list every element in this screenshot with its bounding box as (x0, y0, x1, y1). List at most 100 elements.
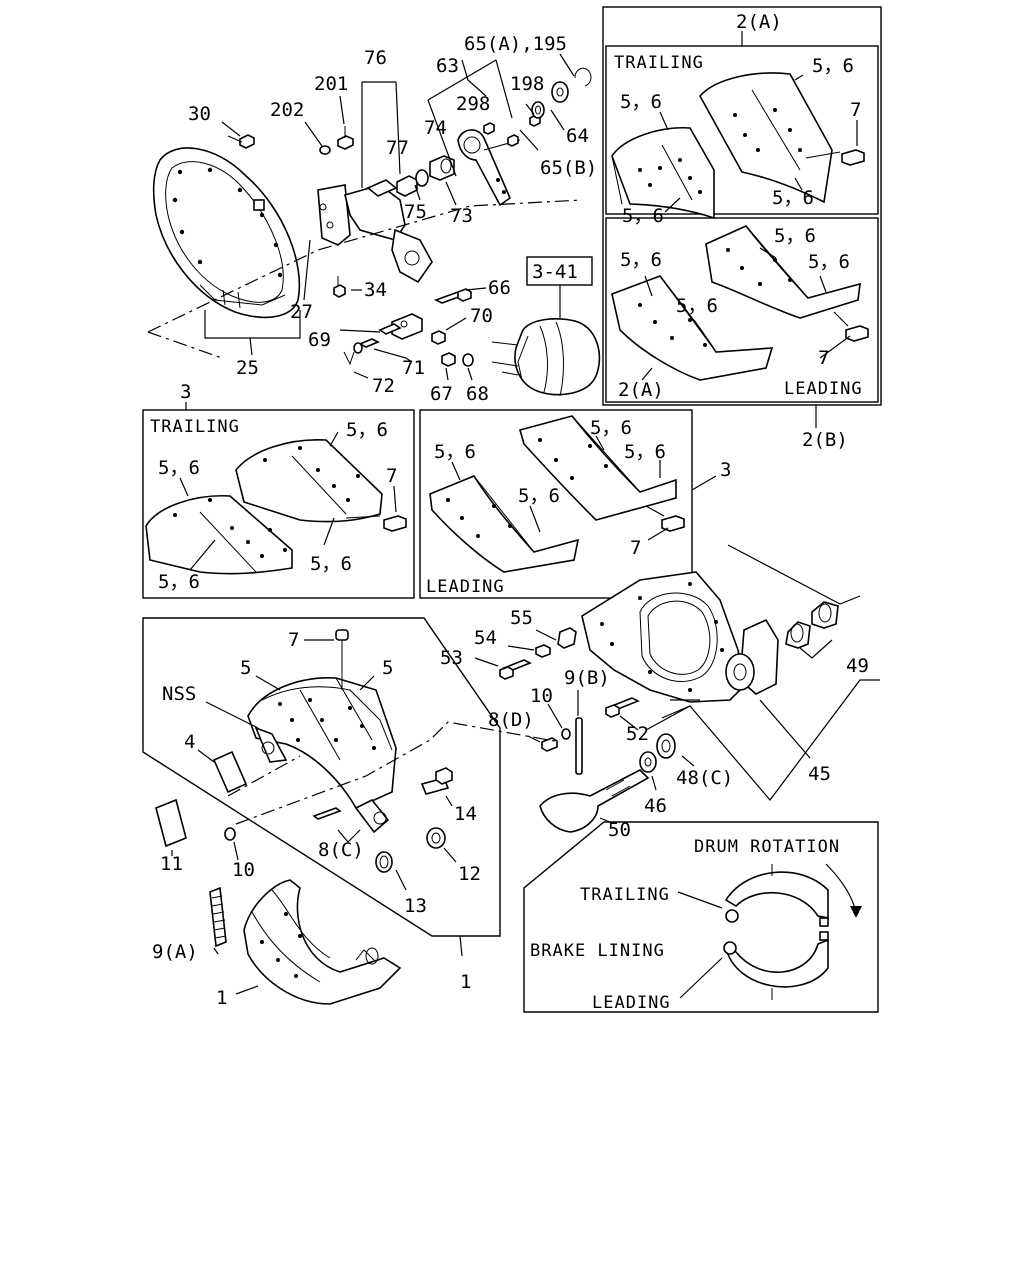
legend-text: DRUM ROTATION TRAILING BRAKE LINING LEAD… (530, 837, 840, 1013)
label-68: 68 (466, 383, 489, 405)
box-2b-leading (605, 217, 879, 403)
label-3-left: 3 (180, 381, 191, 403)
label-3-41: 3-41 (532, 261, 578, 283)
label-5-6-14: 5，6 (434, 441, 476, 463)
box-2-outer (602, 6, 882, 406)
label-49: 49 (846, 655, 869, 677)
label-30: 30 (188, 103, 211, 125)
brake-shoe-lower (243, 879, 402, 1005)
label-5-6-11: 5，6 (158, 571, 200, 593)
label-4: 4 (184, 731, 195, 753)
label-12: 12 (458, 863, 481, 885)
label-74: 74 (424, 117, 447, 139)
label-5-b: 5 (382, 657, 393, 679)
label-67: 67 (430, 383, 453, 405)
label-11: 11 (160, 853, 183, 875)
box-3-leading (419, 409, 693, 599)
label-70: 70 (470, 305, 493, 327)
label-5-6-7: 5，6 (808, 251, 850, 273)
label-14: 14 (454, 803, 477, 825)
label-5-6-6: 5，6 (620, 249, 662, 271)
label-8c: 8(C) (318, 839, 364, 861)
label-7-b: 7 (818, 347, 829, 369)
label-2b: 2(B) (802, 429, 848, 451)
label-66: 66 (488, 277, 511, 299)
label-5-6-9: 5，6 (346, 419, 388, 441)
label-5-6-2: 5，6 (620, 91, 662, 113)
label-69: 69 (308, 329, 331, 351)
label-10-b: 10 (232, 859, 255, 881)
label-53: 53 (440, 647, 463, 669)
label-5-6-5: 5，6 (774, 225, 816, 247)
brake-shoe-upper (247, 677, 397, 810)
header-trailing-top: TRAILING (614, 53, 704, 73)
label-45: 45 (808, 763, 831, 785)
shoe-assembly-3-trailing (142, 402, 415, 599)
label-65a-195: 65(A),195 (464, 33, 567, 55)
label-46: 46 (644, 795, 667, 817)
legend-leading: LEADING (592, 993, 671, 1013)
legend-brake-lining: BRAKE LINING (530, 941, 665, 961)
brake-chamber-assembly (339, 256, 601, 397)
brake-spider (581, 571, 745, 703)
slack-adjuster (457, 129, 511, 207)
label-7-d: 7 (630, 537, 641, 559)
section-headers: TRAILING LEADING TRAILING LEADING (150, 53, 863, 597)
label-73: 73 (450, 205, 473, 227)
label-9a: 9(A) (152, 941, 198, 963)
backing-plate (152, 147, 301, 319)
label-nss: NSS (162, 683, 196, 705)
anchor-bracket (317, 184, 351, 246)
label-1-a: 1 (216, 987, 227, 1009)
shoe-assembly-1 (142, 617, 561, 1005)
spider-camshaft-assembly (474, 544, 880, 833)
label-7-a: 7 (850, 99, 861, 121)
label-48c: 48(C) (676, 767, 733, 789)
label-27: 27 (290, 301, 313, 323)
label-7-c: 7 (386, 465, 397, 487)
label-25: 25 (236, 357, 259, 379)
rotation-legend (523, 821, 879, 1013)
label-76: 76 (364, 47, 387, 69)
label-63: 63 (436, 55, 459, 77)
label-201: 201 (314, 73, 348, 95)
legend-trailing: TRAILING (580, 885, 670, 905)
label-34: 34 (364, 279, 387, 301)
label-2a-inner: 2(A) (618, 379, 664, 401)
header-leading-mid: LEADING (426, 577, 505, 597)
label-5-6-4: 5，6 (772, 187, 814, 209)
camshaft (539, 769, 650, 833)
label-10-a: 10 (530, 685, 553, 707)
label-64: 64 (566, 125, 589, 147)
label-5-6-10: 5，6 (158, 457, 200, 479)
label-77: 77 (386, 137, 409, 159)
backing-plate-assembly (147, 53, 592, 359)
label-52: 52 (626, 723, 649, 745)
shoe-assembly-3-leading (419, 409, 717, 599)
label-202: 202 (270, 99, 304, 121)
label-5-a: 5 (240, 657, 251, 679)
label-13: 13 (404, 895, 427, 917)
label-9b: 9(B) (564, 667, 610, 689)
header-trailing-left: TRAILING (150, 417, 240, 437)
label-65b: 65(B) (540, 157, 597, 179)
label-298: 298 (456, 93, 490, 115)
label-5-6-12: 5，6 (310, 553, 352, 575)
label-8d: 8(D) (488, 709, 534, 731)
label-71: 71 (402, 357, 425, 379)
label-55: 55 (510, 607, 533, 629)
label-5-6-8: 5，6 (676, 295, 718, 317)
callout-labels: 30 202 201 76 63 65(A),195 298 198 74 77… (152, 11, 869, 1009)
brake-chamber (514, 318, 601, 396)
label-1-b: 1 (460, 971, 471, 993)
box-3-trailing (142, 409, 415, 599)
legend-drum-rotation: DRUM ROTATION (694, 837, 840, 857)
shoe-assembly-2 (602, 6, 882, 428)
label-3-mid: 3 (720, 459, 731, 481)
label-2a-top: 2(A) (736, 11, 782, 33)
header-leading-top: LEADING (784, 379, 863, 399)
label-75: 75 (404, 201, 427, 223)
label-5-6-15: 5，6 (624, 441, 666, 463)
label-7-e: 7 (288, 629, 299, 651)
